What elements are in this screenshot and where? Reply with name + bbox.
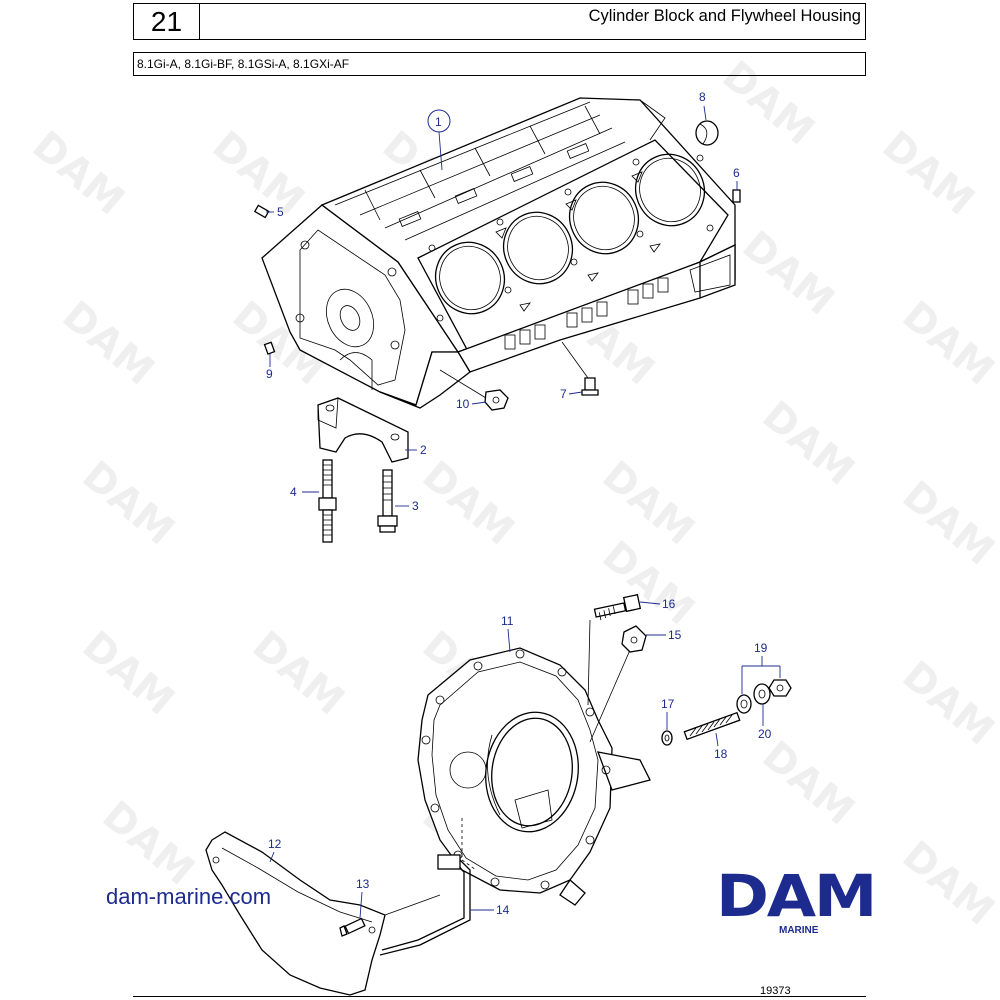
flywheel-cover-plate (205, 831, 386, 996)
tube-14 (379, 854, 471, 956)
callout-5: 5 (277, 205, 284, 219)
washer-17 (661, 730, 673, 746)
callout-9: 9 (266, 367, 273, 381)
main-cap-bolt (377, 469, 398, 533)
callout-7: 7 (560, 387, 567, 401)
callout-12: 12 (268, 837, 282, 851)
callout-17: 17 (661, 697, 675, 711)
dowel-pin-6 (732, 189, 741, 203)
watermark: DAM (594, 532, 703, 634)
callout-3: 3 (412, 499, 419, 513)
watermark: DAM (894, 292, 1000, 394)
plug-8 (695, 120, 719, 146)
watermark: DAM (874, 122, 983, 224)
flywheel-housing (417, 647, 651, 906)
watermark: DAM (24, 122, 133, 224)
bolt-13-guide (384, 894, 441, 916)
callout-6: 6 (733, 166, 740, 180)
watermark: DAM (414, 452, 523, 554)
bottom-rule (133, 996, 866, 997)
callout-16: 16 (662, 597, 676, 611)
bracket-15 (621, 625, 647, 653)
watermark: DAM (894, 472, 1000, 574)
plug-10 (484, 389, 509, 411)
bolt-13 (339, 917, 366, 937)
watermark: DAM (74, 452, 183, 554)
callout-18: 18 (714, 747, 728, 761)
bolt-16 (593, 593, 642, 621)
plug-10-guide (439, 369, 487, 399)
callout-4: 4 (290, 485, 297, 499)
callout-2: 2 (420, 443, 427, 457)
plug-7-guide (561, 341, 589, 379)
page-title: Cylinder Block and Flywheel Housing (588, 7, 861, 25)
website-link[interactable]: dam-marine.com (106, 884, 272, 909)
brand-logo: DAM MARINE (716, 867, 898, 936)
callout-11: 11 (501, 614, 514, 628)
bracket-15-guide (589, 649, 631, 743)
callout-8: 8 (699, 90, 706, 104)
main-bearing-cap (317, 397, 409, 463)
dowel-pin-5 (253, 204, 270, 219)
model-list: 8.1Gi-A, 8.1Gi-BF, 8.1GSi-A, 8.1GXi-AF (137, 57, 350, 71)
bolt-16-guide (587, 619, 591, 706)
callout-20: 20 (758, 727, 772, 741)
nut-washer-set (736, 679, 792, 714)
pin-9 (263, 341, 276, 355)
watermark: DAM (54, 292, 163, 394)
callouts: 1 2 3 4 5 6 7 8 9 10 11 12 13 (266, 90, 781, 919)
watermark: DAM (244, 622, 353, 724)
callout-1: 1 (435, 115, 442, 129)
watermark: DAM (734, 222, 843, 324)
watermark: DAM (594, 452, 703, 554)
callout-14: 14 (496, 903, 510, 917)
callout-10: 10 (456, 397, 470, 411)
cylinder-block (261, 97, 736, 409)
callout-13: 13 (356, 877, 370, 891)
callout-15: 15 (668, 628, 682, 642)
callout-19: 19 (754, 641, 768, 655)
main-cap-stud (318, 459, 337, 543)
brand-subtitle: MARINE (779, 925, 819, 936)
plug-7 (581, 377, 599, 396)
brand-name: DAM (716, 862, 877, 930)
watermark: DAM (74, 622, 183, 724)
watermark: DAM (754, 392, 863, 494)
watermark: DAM (94, 792, 203, 894)
title-box: Cylinder Block and Flywheel Housing (199, 3, 866, 40)
watermark: DAM (894, 652, 1000, 754)
stud-18 (683, 711, 741, 741)
watermark: DAM (714, 52, 823, 154)
page-number: 21 (133, 3, 200, 40)
figure-number: 19373 (760, 985, 791, 997)
watermark: DAM (754, 732, 863, 834)
models-box: 8.1Gi-A, 8.1Gi-BF, 8.1GSi-A, 8.1GXi-AF (133, 52, 866, 76)
